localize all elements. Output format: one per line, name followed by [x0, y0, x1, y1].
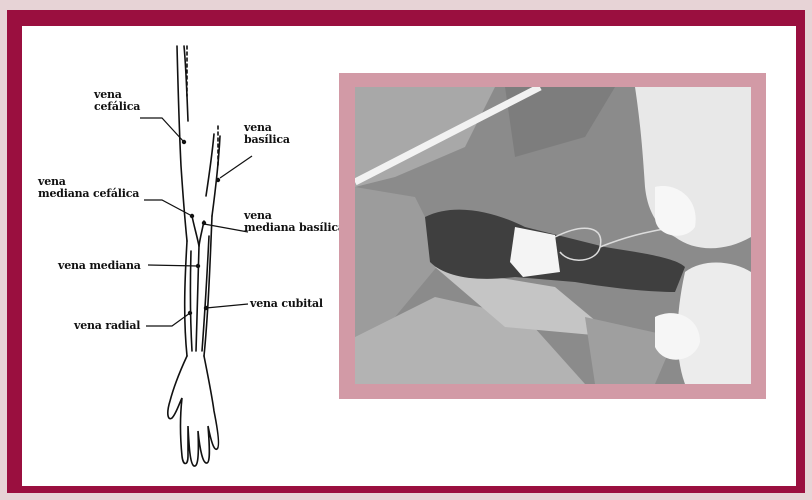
basilic-edge: [206, 134, 214, 196]
leader-radial: [146, 313, 190, 326]
hand-outline: [168, 356, 219, 466]
median-cephalic-vein: [192, 216, 199, 246]
label-vena-basilica: vena basílica: [244, 122, 290, 146]
point-cubital: [204, 306, 208, 310]
leader-cefalica: [140, 118, 184, 142]
median-vein: [196, 246, 199, 351]
point-cefalica: [182, 140, 186, 144]
point-mediana-basilica: [202, 221, 206, 225]
catheter-photo: [355, 87, 751, 384]
label-vena-cubital: vena cubital: [250, 298, 323, 310]
leader-cubital: [206, 304, 248, 308]
label-vena-mediana-basilica: vena mediana basílica: [244, 210, 345, 234]
label-vena-radial: vena radial: [74, 320, 140, 332]
label-vena-mediana: vena mediana: [58, 260, 141, 272]
photo-icon: [355, 87, 751, 384]
point-mediana-cefalica: [190, 214, 194, 218]
point-basilica: [216, 178, 220, 182]
forearm-left-edge: [185, 241, 187, 356]
label-vena-cefalica: vena cefálica: [94, 89, 140, 113]
label-vena-mediana-cefalica: vena mediana cefálica: [38, 176, 139, 200]
point-radial: [188, 311, 192, 315]
leader-basilica: [220, 156, 252, 178]
point-mediana: [196, 264, 200, 268]
forearm-right-edge: [204, 216, 212, 356]
